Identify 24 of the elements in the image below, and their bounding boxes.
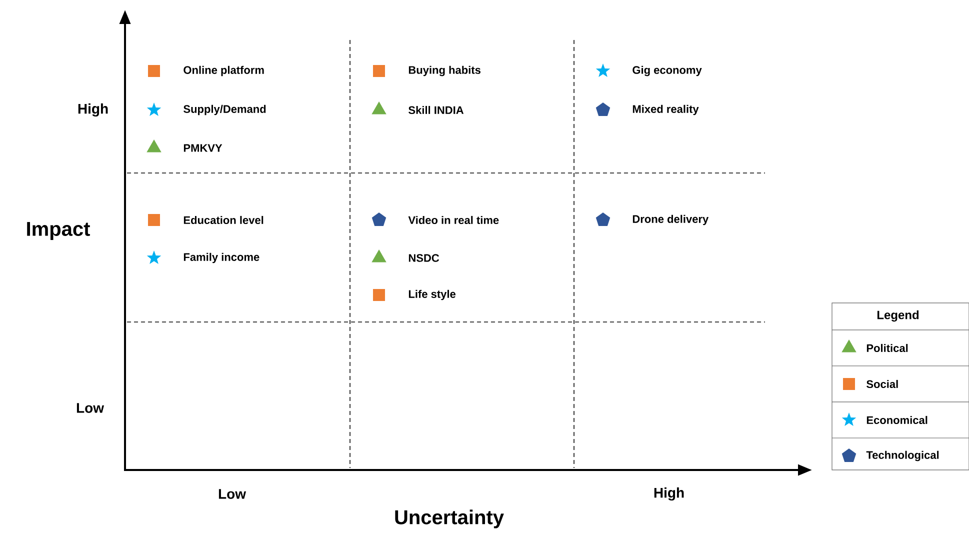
axis-label: High [78,103,108,117]
legend-label: Economical [866,416,928,424]
item-label: Life style [408,290,456,300]
axis-label: Low [218,489,246,499]
legend-label: Technological [866,450,939,462]
item-label: PMKVY [184,144,222,152]
legend-title: Legend [877,310,919,322]
item-label: Online platform [184,66,264,76]
item-label: Gig economy [632,66,702,76]
axis-label: Low [76,403,104,413]
item-label: NSDC [408,254,440,262]
item-label: Education level [184,216,264,224]
axis-label: Impact [27,222,90,240]
item-label: Skill INDIA [408,106,464,114]
item-label: Drone delivery [632,214,709,226]
axis-label: High [654,487,684,501]
item-label: Video in real time [408,216,499,224]
item-label: Buying habits [408,66,480,76]
legend-label: Political [866,344,908,352]
item-label: Mixed reality [632,104,699,116]
item-label: Supply/Demand [184,104,266,116]
legend-label: Social [866,380,898,388]
axis-label: Uncertainty [395,510,504,528]
item-label: Family income [184,252,260,264]
